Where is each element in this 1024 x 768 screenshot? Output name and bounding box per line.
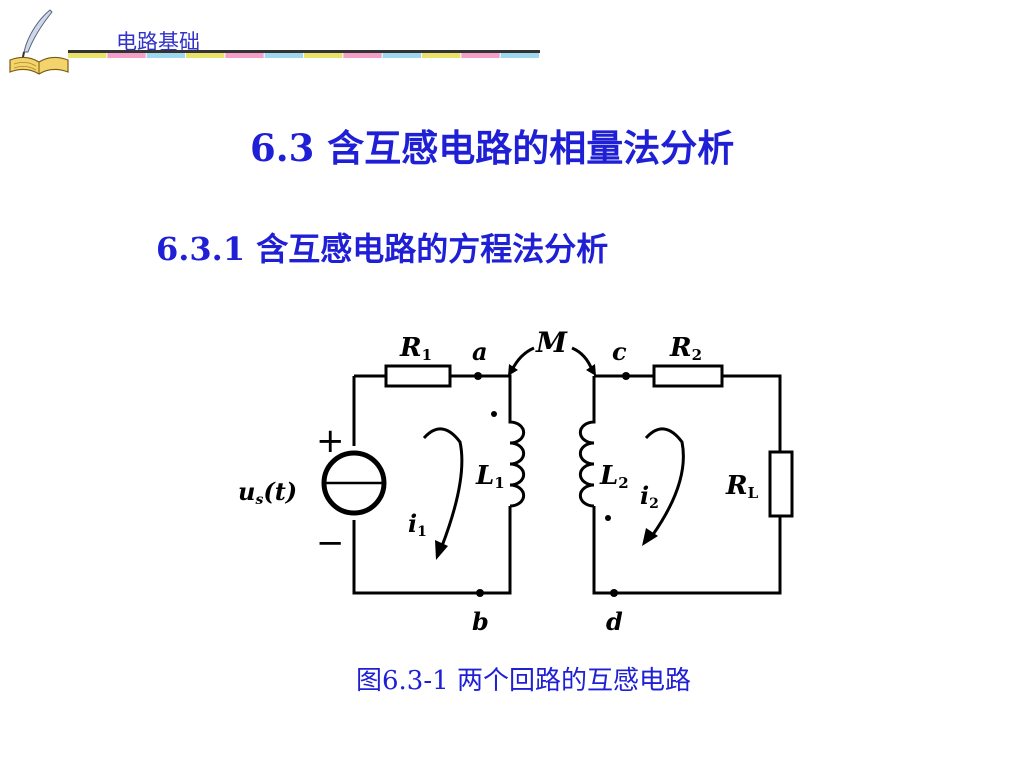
quill-book-logo-icon bbox=[9, 9, 69, 75]
label-rl: RL bbox=[725, 471, 759, 502]
header-bar-segment bbox=[461, 53, 500, 58]
header-bar-segment bbox=[304, 53, 343, 58]
header-decorative-bar bbox=[68, 50, 540, 58]
label-plus: + bbox=[316, 421, 345, 461]
label-node-d: d bbox=[606, 607, 623, 636]
left-loop-wire-top bbox=[354, 374, 512, 416]
node-b bbox=[476, 589, 484, 597]
header-bar-segment bbox=[500, 53, 539, 58]
header-bar-segment bbox=[146, 53, 185, 58]
node-a bbox=[474, 372, 482, 380]
label-node-b: b bbox=[472, 607, 489, 636]
node-c bbox=[622, 372, 630, 380]
inductor-l1 bbox=[508, 416, 526, 508]
figure-caption: 图6.3-1 两个回路的互感电路 bbox=[356, 666, 691, 696]
inductor-l2 bbox=[578, 416, 596, 508]
label-r1: R1 bbox=[399, 333, 432, 364]
header-bar-segment bbox=[107, 53, 146, 58]
label-l1: L1 bbox=[475, 461, 505, 492]
section-title: 6.3.1 含互感电路的方程法分析 bbox=[156, 230, 609, 268]
label-node-a: a bbox=[472, 337, 488, 366]
header-bar-line bbox=[68, 50, 540, 53]
header-bar-segment bbox=[186, 53, 225, 58]
label-i2: i2 bbox=[640, 481, 659, 512]
header-bar-segment bbox=[225, 53, 264, 58]
loop-current-arrow-i2 bbox=[644, 427, 685, 537]
label-r2: R2 bbox=[669, 333, 702, 364]
slide-title: 6.3 含互感电路的相量法分析 bbox=[250, 126, 735, 170]
dot-marker-l2 bbox=[605, 515, 611, 521]
header-bar-segment bbox=[343, 53, 382, 58]
left-loop-wire-bottom-left bbox=[352, 506, 512, 595]
header-bar-segment bbox=[68, 53, 107, 58]
right-loop-wire-bottom bbox=[592, 506, 782, 595]
loop-current-arrow-i1 bbox=[422, 427, 464, 547]
resistor-r1 bbox=[384, 364, 452, 388]
label-source: us(t) bbox=[238, 477, 297, 508]
label-minus: − bbox=[316, 523, 345, 563]
mutual-inductance-circuit-diagram: R1 R2 RL L1 L2 M us(t) i1 i2 + − a c b d bbox=[238, 326, 794, 636]
label-node-c: c bbox=[612, 337, 627, 366]
header-bar-segment bbox=[264, 53, 303, 58]
resistor-r2 bbox=[652, 364, 724, 388]
label-m: M bbox=[535, 326, 568, 359]
dot-marker-l1 bbox=[491, 411, 497, 417]
node-d bbox=[610, 589, 618, 597]
header-bar-segment bbox=[382, 53, 421, 58]
mutual-arrow-right bbox=[571, 346, 594, 371]
header-bar-segment bbox=[422, 53, 461, 58]
resistor-rl bbox=[768, 450, 794, 518]
mutual-arrow-left bbox=[510, 346, 535, 371]
label-i1: i1 bbox=[408, 509, 427, 540]
label-l2: L2 bbox=[599, 461, 629, 492]
